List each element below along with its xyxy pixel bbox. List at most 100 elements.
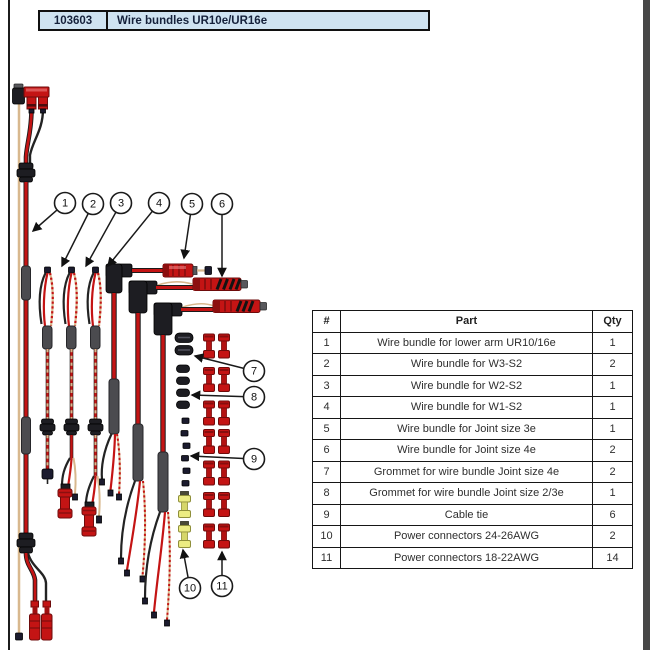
part-name-cell: Power connectors 18-22AWG <box>340 546 593 569</box>
callout-number-2: 2 <box>90 199 96 211</box>
callout-arrow-9 <box>189 451 244 462</box>
callout-circle-9 <box>242 447 266 471</box>
callout-arrow-2 <box>61 213 89 268</box>
callout-arrow-4 <box>107 210 153 268</box>
callout-circle-1 <box>53 191 77 215</box>
callout-circle-8 <box>242 385 266 409</box>
part-number-cell: 8 <box>312 482 341 505</box>
part-1-lower-arm-bundle-drawing <box>12 83 53 641</box>
callout-circle-4 <box>147 191 171 215</box>
page-left-border <box>8 0 10 650</box>
part-number-cell: 11 <box>312 546 341 569</box>
part-number-cell: 10 <box>312 525 341 548</box>
callout-number-9: 9 <box>251 454 257 466</box>
page-title: Wire bundles UR10e/UR16e <box>117 14 268 27</box>
part-qty-cell: 1 <box>592 331 633 354</box>
part-6-joint4e-bundle-b <box>142 299 267 627</box>
part-3-wire-bundle-w2 <box>57 266 80 519</box>
part-8-grommets <box>176 364 190 409</box>
part-qty-cell: 6 <box>592 503 633 526</box>
column-header-number: # <box>312 310 341 333</box>
part-name-cell: Wire bundle for Joint size 4e <box>340 439 593 462</box>
callout-number-1: 1 <box>62 198 68 210</box>
callout-number-7: 7 <box>251 366 257 378</box>
part-number-cell: 4 <box>312 396 341 419</box>
part-qty-cell: 1 <box>592 396 633 419</box>
part-qty-cell: 2 <box>592 439 633 462</box>
part-1-end-connectors <box>29 600 53 641</box>
part-name-cell: Cable tie <box>340 503 593 526</box>
callout-circle-7 <box>242 359 266 383</box>
title-header-box: 103603 Wire bundles UR10e/UR16e <box>38 10 430 31</box>
callout-arrow-8 <box>190 390 244 401</box>
part-6-joint4e-bundle-a <box>118 277 248 583</box>
part-10-power-connectors-yellow <box>178 491 191 548</box>
column-header-part: Part <box>340 310 593 333</box>
callout-number-3: 3 <box>118 198 124 210</box>
part-5-joint3e-bundle <box>99 263 212 501</box>
part-qty-cell: 1 <box>592 482 633 505</box>
page-right-edge-bar <box>643 0 650 650</box>
callout-number-5: 5 <box>189 199 195 211</box>
callout-circle-11 <box>210 574 234 598</box>
callout-arrow-1 <box>31 209 58 232</box>
callout-arrow-3 <box>85 211 117 268</box>
part-number-cell: 7 <box>312 460 341 483</box>
part-2-wire-bundle-w3 <box>38 266 56 484</box>
part-qty-cell: 2 <box>592 460 633 483</box>
table-header-row: # Part Qty <box>312 310 633 333</box>
part-11-power-connectors-red <box>203 333 230 549</box>
part-number-cell: 9 <box>312 503 341 526</box>
part-name-cell: Grommet for wire bundle Joint size 2/3e <box>340 482 593 505</box>
part-number-cell: 2 <box>312 353 341 376</box>
part-number-cell: 1 <box>312 331 341 354</box>
part-name-cell: Wire bundle for W3-S2 <box>340 353 593 376</box>
part-9-cable-ties <box>180 417 191 487</box>
callout-arrow-5 <box>180 214 192 260</box>
part-qty-cell: 2 <box>592 353 633 376</box>
part-name-cell: Wire bundle for Joint size 3e <box>340 417 593 440</box>
callout-arrow-10 <box>179 548 190 578</box>
callout-number-4: 4 <box>156 198 162 210</box>
callout-circle-5 <box>180 192 204 216</box>
part-qty-cell: 2 <box>592 525 633 548</box>
part-7-grommets <box>174 332 194 356</box>
callout-number-10: 10 <box>184 583 196 595</box>
doc-number: 103603 <box>40 12 108 29</box>
callout-circle-6 <box>210 192 234 216</box>
part-qty-cell: 1 <box>592 417 633 440</box>
callout-number-6: 6 <box>219 199 225 211</box>
part-name-cell: Grommet for wire bundle Joint size 4e <box>340 460 593 483</box>
part-name-cell: Power connectors 24-26AWG <box>340 525 593 548</box>
column-header-qty: Qty <box>592 310 633 333</box>
part-name-cell: Wire bundle for lower arm UR10/16e <box>340 331 593 354</box>
part-number-cell: 6 <box>312 439 341 462</box>
callout-circle-10 <box>178 576 202 600</box>
part-4-wire-bundle-w1 <box>81 266 104 537</box>
callout-arrow-7 <box>193 353 245 370</box>
part-name-cell: Wire bundle for W1-S2 <box>340 396 593 419</box>
callout-circle-3 <box>109 191 133 215</box>
part-name-cell: Wire bundle for W2-S2 <box>340 374 593 397</box>
part-qty-cell: 1 <box>592 374 633 397</box>
part-number-cell: 5 <box>312 417 341 440</box>
callout-number-11: 11 <box>216 581 227 593</box>
part-number-cell: 3 <box>312 374 341 397</box>
callout-circle-2 <box>81 192 105 216</box>
